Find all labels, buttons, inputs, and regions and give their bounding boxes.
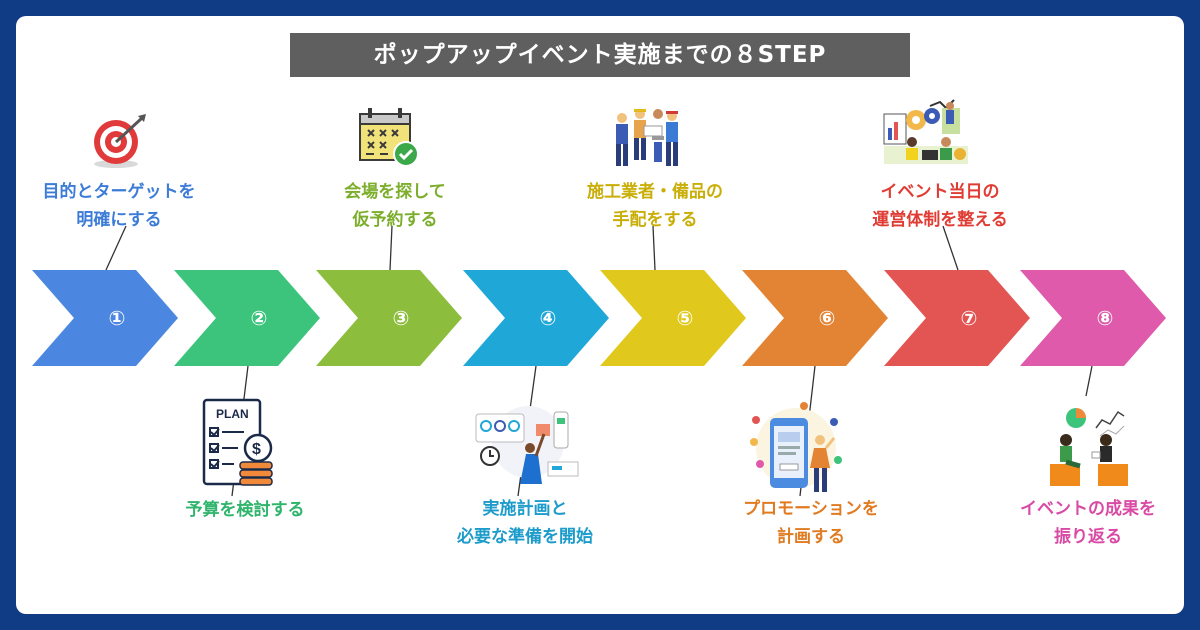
step-7-number: ⑦	[961, 306, 978, 330]
calendar-icon	[359, 108, 419, 167]
step-7-label: イベント当日の 運営体制を整える	[845, 178, 1035, 234]
step-5-number: ⑤	[677, 306, 694, 330]
step-8-number: ⑧	[1097, 306, 1114, 330]
step-7-label-line-1: イベント当日の	[880, 182, 1000, 202]
step-6-label: プロモーションを 計画する	[716, 495, 906, 551]
step-3-leader-line	[389, 225, 393, 271]
step-6-label-line-2: 計画する	[777, 527, 845, 547]
step-5-label-line-2: 手配をする	[612, 210, 698, 230]
step-3-number: ③	[393, 306, 410, 330]
step-6-chevron	[742, 270, 888, 366]
planning-dashboard-icon	[475, 406, 579, 484]
step-1-leader-line	[105, 225, 127, 271]
step-2-label: 予算を検討する	[160, 496, 330, 524]
step-2-label-line-1: 予算を検討する	[185, 500, 305, 520]
step-5-label: 施工業者・備品の 手配をする	[565, 178, 745, 234]
svg-text:PLAN: PLAN	[216, 407, 249, 421]
step-3-label: 会場を探して 仮予約する	[310, 178, 480, 234]
step-3-label-line-2: 仮予約する	[352, 210, 438, 230]
step-5-label-line-1: 施工業者・備品の	[587, 182, 723, 202]
step-8-label: イベントの成果を 振り返る	[998, 495, 1178, 551]
step-4-label-line-1: 実施計画と	[482, 499, 568, 519]
smartphone-promotion-icon	[750, 402, 842, 492]
step-7-chevron	[884, 270, 1030, 366]
step-1-number: ①	[109, 306, 126, 330]
plan-budget-icon: PLAN $	[202, 398, 273, 486]
step-5-leader-line	[652, 225, 656, 271]
step-6-label-line-1: プロモーションを	[743, 499, 879, 519]
target-icon	[94, 114, 146, 168]
step-4-label: 実施計画と 必要な準備を開始	[430, 495, 620, 551]
step-4-chevron	[463, 270, 609, 366]
step-4-number: ④	[540, 306, 557, 330]
step-7-leader-line	[942, 225, 959, 271]
step-6-number: ⑥	[819, 306, 836, 330]
svg-text:$: $	[252, 441, 261, 458]
step-5-chevron	[600, 270, 746, 366]
step-1-label: 目的とターゲットを 明確にする	[24, 178, 214, 234]
step-8-label-line-2: 振り返る	[1054, 527, 1122, 547]
review-chart-icon	[1050, 408, 1128, 486]
step-8-leader-line	[1085, 365, 1093, 397]
step-2-chevron	[174, 270, 320, 366]
step-8-chevron	[1020, 270, 1166, 366]
step-2-number: ②	[251, 306, 268, 330]
step-3-chevron	[316, 270, 462, 366]
step-1-label-line-2: 明確にする	[76, 210, 162, 230]
team-gears-icon	[883, 99, 968, 164]
step-3-label-line-1: 会場を探して	[344, 182, 446, 202]
step-1-label-line-1: 目的とターゲットを	[42, 182, 196, 202]
step-4-label-line-2: 必要な準備を開始	[457, 527, 593, 547]
workers-icon	[616, 109, 678, 166]
step-7-label-line-2: 運営体制を整える	[872, 210, 1008, 230]
page-title: ポップアップイベント実施までの８STEP	[290, 33, 910, 77]
step-1-chevron	[32, 270, 178, 366]
step-8-label-line-1: イベントの成果を	[1020, 499, 1156, 519]
